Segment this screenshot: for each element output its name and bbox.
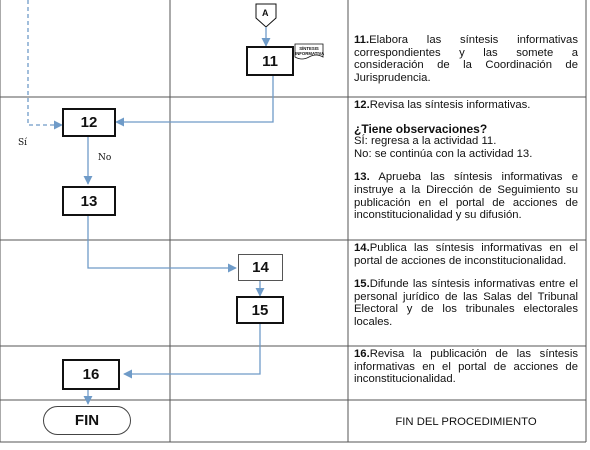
process-box-13: 13: [62, 186, 116, 216]
process-box-14: 14: [238, 254, 283, 281]
decision-question: ¿Tiene observaciones?: [354, 121, 488, 136]
activity-12-number: 12.: [354, 99, 370, 111]
activity-14-number: 14.: [354, 242, 370, 254]
activity-14-text: Publica las síntesis informativas en el …: [354, 242, 578, 267]
process-box-12: 12: [62, 108, 116, 137]
activity-12-text: Revisa las síntesis informativas.: [369, 99, 531, 111]
document-label: SÍNTESIS INFORMATIVA: [295, 46, 325, 56]
process-box-15: 15: [236, 296, 284, 324]
activity-16-text: Revisa la publicación de las síntesis in…: [354, 348, 578, 386]
end-of-procedure-text: FIN DEL PROCEDIMIENTO: [395, 416, 537, 428]
branch-label-no: No: [98, 153, 112, 163]
activity-13-number: 13.: [354, 171, 370, 184]
activity-11-text: Elabora las síntesis informativas corres…: [354, 34, 578, 84]
process-box-16: 16: [62, 359, 120, 390]
description-activity-16: 16.Revisa la publicación de las síntesis…: [354, 348, 578, 397]
activity-11-number: 11.: [354, 34, 370, 46]
description-activity-11: 11.Elabora las síntesis informativas cor…: [354, 34, 578, 95]
description-activity-14-15: 14.Publica las síntesis informativas en …: [354, 242, 578, 340]
terminator-fin: FIN: [43, 406, 131, 435]
flow-arrows: [27, 0, 274, 405]
activity-15-number: 15.: [354, 278, 370, 291]
activity-16-number: 16.: [354, 348, 370, 360]
process-box-11: 11: [246, 46, 294, 76]
offpage-connector-shape: [255, 3, 277, 28]
decision-yes-line: SÍ: regresa a la actividad 11.: [354, 135, 497, 148]
connector-label-a: A: [262, 8, 269, 18]
branch-label-yes: Sí: [18, 138, 28, 148]
document-label-line2: INFORMATIVA: [295, 51, 325, 56]
document-shape: [294, 43, 324, 60]
decision-no-line: No: se continúa con la actividad 13.: [354, 147, 533, 160]
description-activity-12-13: 12.Revisa las síntesis informativas. ¿Ti…: [354, 99, 578, 233]
activity-13-text: Aprueba las síntesis informativas e inst…: [354, 171, 578, 222]
table-grid: [0, 0, 587, 443]
activity-15-text: Difunde las síntesis informativas entre …: [354, 278, 578, 328]
document-label-line1: SÍNTESIS: [299, 46, 319, 51]
